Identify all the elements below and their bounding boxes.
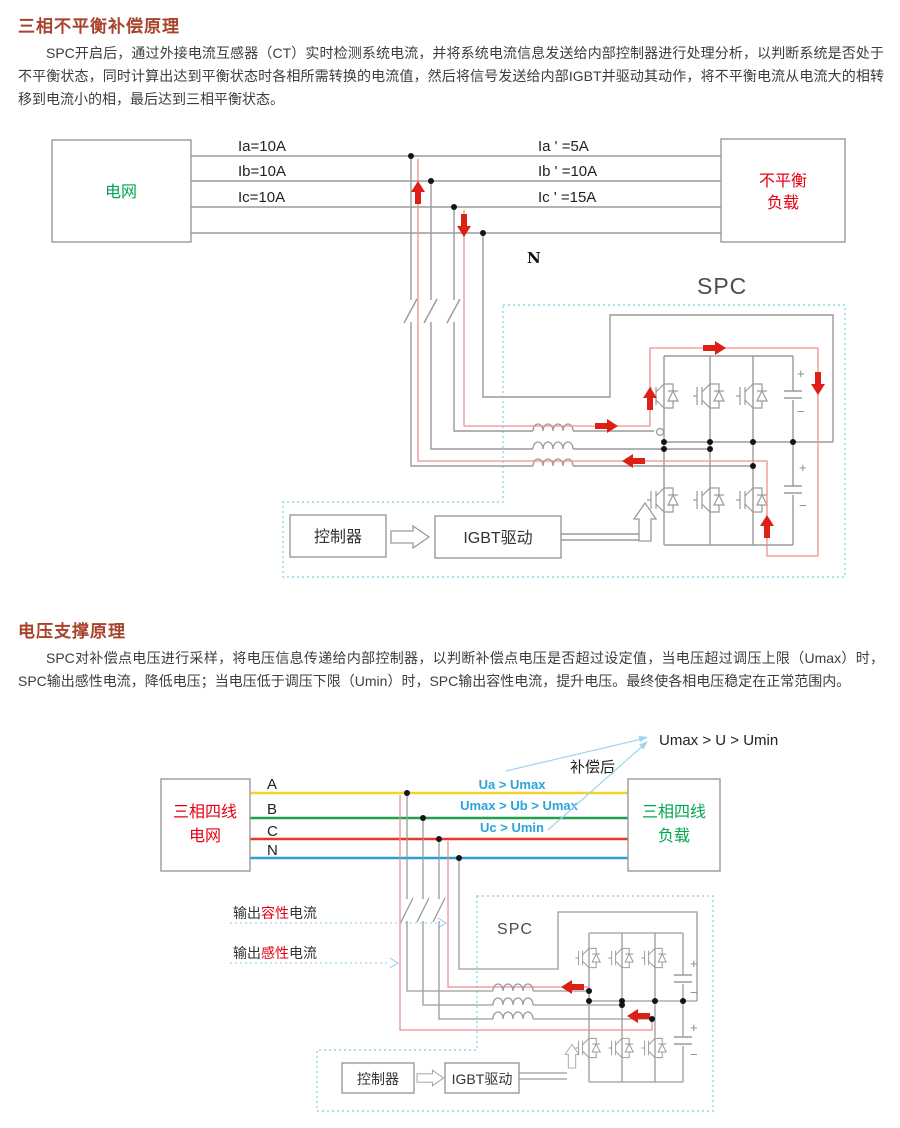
igbt-bridge: + − + −: [532, 355, 833, 546]
igbt-icon: [735, 487, 768, 513]
section1-paragraph: SPC开启后，通过外接电流互感器（CT）实时检测系统电流，并将系统电流信息发送给…: [18, 45, 884, 107]
spc-label: SPC: [497, 921, 533, 938]
output-capacitive-label: 输出容性电流: [233, 905, 317, 921]
controller-box: [289, 514, 387, 558]
controller-label: 控制器: [357, 1071, 399, 1087]
voltage-support-diagram: A B C N Ua > Umax Umax > Ub > Umax Uc > …: [160, 732, 778, 1112]
capacitor-icon: [783, 390, 803, 399]
igbt-icon: [640, 1037, 667, 1059]
arrow-left-icon: [561, 980, 584, 994]
junction-dots: [404, 790, 686, 1022]
after-compensation-label: 补偿后: [570, 759, 615, 776]
arrow-up-icon: [411, 181, 425, 204]
junction-dots: [408, 153, 796, 469]
grid-box: [51, 139, 192, 243]
source-box-label-line1: 三相四线: [173, 803, 237, 821]
current-label-ic: Ic=10A: [238, 189, 285, 206]
phase-a-label: A: [267, 776, 277, 793]
arrow-right-icon: [703, 341, 726, 355]
current-label-ib: Ib=10A: [238, 163, 286, 180]
load-box: [627, 778, 721, 872]
load-box-label-line2: 负载: [767, 194, 799, 212]
igbt-icon: [692, 383, 725, 409]
cap-minus-sign: −: [799, 498, 807, 513]
cap-plus-sign: +: [799, 460, 807, 475]
igbt-icon: [607, 1037, 634, 1059]
spc-dashed-enclosure: [316, 895, 714, 1112]
compensation-current-path: [417, 159, 819, 557]
chevron-icon: [389, 957, 400, 969]
current-label-ia: Ia=10A: [238, 138, 286, 155]
current-label-ic2: Ic ' =15A: [538, 189, 596, 206]
voltage-label-ua: Ua > Umax: [479, 777, 547, 792]
controller-box: [341, 1062, 415, 1094]
hollow-arrow-right-icon: [416, 1069, 445, 1087]
igbt-icon: [607, 947, 634, 969]
arrow-left-icon: [627, 1009, 650, 1023]
arrowhead-icon: [639, 741, 648, 750]
igbt-driver-label: IGBT驱动: [463, 529, 532, 547]
phase-wires: [191, 155, 834, 467]
grid-box-label: 电网: [105, 183, 137, 201]
igbt-icon: [574, 947, 601, 969]
inductor-icon: [492, 1011, 534, 1020]
unbalanced-load-box: [720, 138, 846, 243]
arrow-up-icon: [760, 515, 774, 538]
inductor-icon: [532, 458, 574, 467]
inductor-icon: [532, 441, 574, 450]
cap-minus-sign: −: [690, 985, 698, 1000]
hollow-arrow-up-icon: [633, 502, 657, 542]
section1-title: 三相不平衡补偿原理: [18, 17, 180, 36]
load-box-label-line1: 不平衡: [759, 172, 807, 190]
current-label-ib2: Ib ' =10A: [538, 163, 597, 180]
controller-label: 控制器: [314, 528, 362, 546]
annotation-arrows: [505, 735, 648, 831]
capacitor-icon: [783, 485, 803, 494]
result-label: Umax > U > Umin: [659, 732, 778, 749]
load-box-label-line2: 负载: [658, 827, 690, 845]
neutral-label: N: [527, 249, 541, 267]
igbt-driver-label: IGBT驱动: [452, 1071, 513, 1087]
igbt-bridge: + − + −: [492, 947, 698, 1062]
capacitor-icon: [673, 974, 693, 983]
capacitive-current-path: [399, 795, 653, 1031]
spc-dashed-enclosure: [282, 304, 846, 578]
phase-c-label: C: [267, 823, 278, 840]
voltage-label-ub: Umax > Ub > Umax: [460, 798, 579, 813]
igbt-icon: [735, 383, 768, 409]
cap-minus-sign: −: [690, 1047, 698, 1062]
igbt-driver-box: [434, 515, 562, 559]
spc-label: SPC: [697, 273, 747, 299]
inductive-current-path: [447, 841, 589, 988]
cap-minus-sign: −: [797, 404, 805, 419]
terminal-circle: [655, 427, 665, 437]
current-label-ia2: Ia ' =5A: [538, 138, 589, 155]
cap-plus-sign: +: [797, 366, 805, 381]
voltage-label-uc: Uc > Umin: [480, 820, 544, 835]
capacitor-icon: [673, 1036, 693, 1045]
igbt-icon: [646, 487, 679, 513]
phase-b-label: B: [267, 801, 277, 818]
cap-plus-sign: +: [690, 1020, 698, 1035]
igbt-icon: [640, 947, 667, 969]
igbt-icon: [692, 487, 725, 513]
arrow-down-icon: [811, 372, 825, 395]
source-box: [160, 778, 251, 872]
arrowhead-icon: [638, 735, 648, 743]
igbt-driver-box: [444, 1062, 520, 1094]
chevron-icon: [437, 917, 448, 929]
inductor-icon: [532, 423, 574, 432]
unbalance-compensation-diagram: + − + − 电网: [51, 138, 846, 578]
inductor-icon: [492, 997, 534, 1006]
source-box-label-line2: 电网: [189, 827, 221, 845]
hollow-arrow-right-icon: [390, 525, 430, 549]
section2-title: 电压支撑原理: [18, 622, 126, 641]
arrow-up-icon: [643, 387, 657, 410]
cap-plus-sign: +: [690, 956, 698, 971]
load-box-label-line1: 三相四线: [642, 803, 706, 821]
output-inductive-label: 输出感性电流: [233, 945, 317, 961]
neutral-label: N: [267, 842, 278, 859]
section2-paragraph: SPC对补偿点电压进行采样，将电压信息传递给内部控制器，以判断补偿点电压是否超过…: [18, 650, 884, 689]
